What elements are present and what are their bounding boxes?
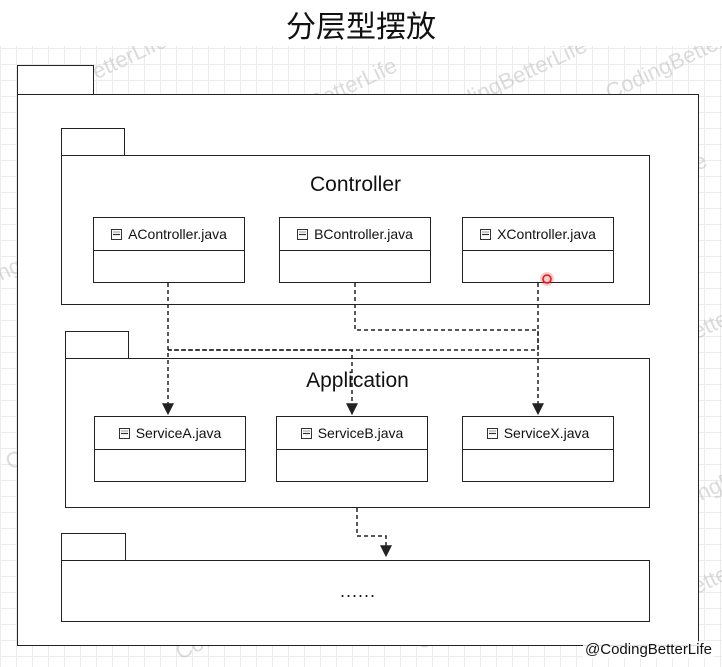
class-name: AController.java (128, 226, 227, 242)
class-serviceb[interactable]: ServiceB.java (276, 416, 428, 482)
class-name: ServiceX.java (503, 425, 590, 441)
outer-package-tab (17, 65, 94, 95)
lower-package-tab (61, 533, 126, 561)
application-package-label: Application (306, 369, 409, 392)
lower-package-ellipsis: ...... (340, 581, 377, 601)
class-name: ServiceB.java (317, 425, 404, 441)
class-servicex[interactable]: ServiceX.java (462, 416, 614, 482)
class-bcontroller[interactable]: BController.java (279, 217, 431, 283)
controller-package-tab (61, 128, 125, 156)
lower-package (61, 560, 650, 622)
title-band (0, 0, 722, 46)
controller-package-label: Controller (309, 173, 402, 196)
class-name: BController.java (314, 226, 413, 242)
class-box-icon (486, 427, 498, 439)
credit-label: @CodingBetterLife (583, 641, 714, 658)
class-name: ServiceA.java (135, 425, 222, 441)
class-servicea[interactable]: ServiceA.java (94, 416, 246, 482)
class-box-icon (297, 228, 309, 240)
class-name: XController.java (497, 226, 596, 242)
class-box-icon (111, 228, 123, 240)
class-xcontroller[interactable]: XController.java (462, 217, 614, 283)
class-box-icon (118, 427, 130, 439)
application-package-tab (65, 331, 129, 359)
class-box-icon (480, 228, 492, 240)
class-box-icon (300, 427, 312, 439)
class-acontroller[interactable]: AController.java (93, 217, 245, 283)
diagram-title: 分层型摆放 (286, 10, 436, 45)
